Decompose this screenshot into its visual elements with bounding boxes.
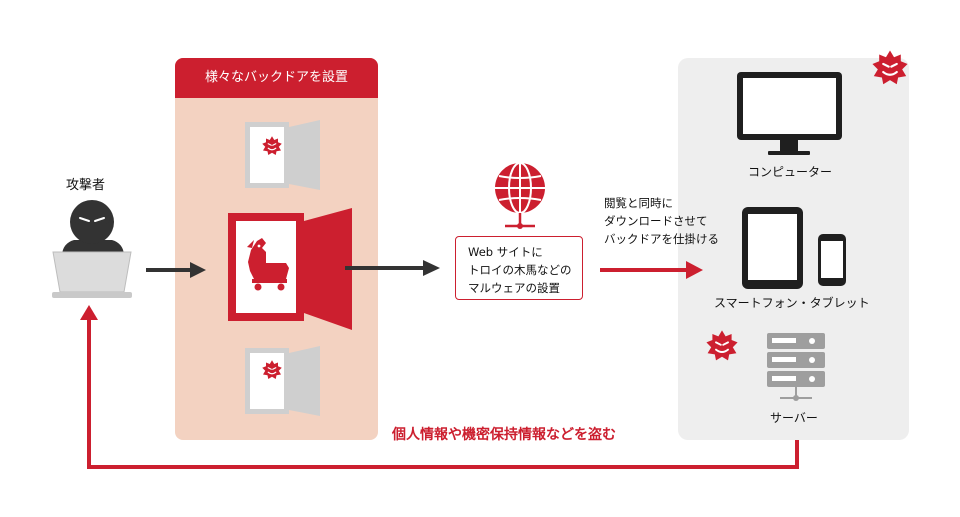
attacker-icon	[52, 200, 132, 298]
smartphone-icon	[818, 234, 846, 286]
arrow-to-devices	[600, 261, 703, 279]
infection-note-line-2: ダウンロードさせて	[604, 214, 708, 228]
door-icon	[245, 120, 320, 190]
infection-note-line-3: バックドアを仕掛ける	[604, 232, 719, 246]
arrow-return-to-attacker	[80, 305, 799, 469]
website-line-2: トロイの木馬などの	[468, 263, 572, 277]
website-line-1: Web サイトに	[468, 245, 543, 259]
arrow-to-website	[345, 260, 440, 276]
computer-label: コンピューター	[748, 165, 833, 179]
infection-note: 閲覧と同時に ダウンロードさせて バックドアを仕掛ける	[604, 194, 719, 248]
globe-network-icon	[495, 162, 545, 229]
website-line-3: マルウェアの設置	[468, 281, 560, 295]
door-icon-bottom	[245, 346, 320, 416]
website-box: Web サイトに トロイの木馬などの マルウェアの設置	[455, 236, 583, 300]
backdoor-panel-title: 様々なバックドアを設置	[175, 58, 378, 98]
infection-note-line-1: 閲覧と同時に	[604, 196, 673, 210]
malware-icon-server	[705, 329, 739, 362]
trojan-door	[228, 208, 352, 330]
arrow-to-backdoor	[146, 262, 206, 278]
steal-caption: 個人情報や機密保持情報などを盗む	[392, 427, 616, 443]
mobile-label: スマートフォン・タブレット	[714, 296, 870, 310]
trojan-horse-icon	[247, 238, 289, 291]
tablet-icon	[742, 207, 803, 289]
server-label: サーバー	[770, 411, 818, 425]
monitor-icon	[737, 72, 842, 155]
attacker-label: 攻撃者	[66, 178, 106, 193]
malware-icon	[871, 49, 909, 86]
server-rack-icon	[767, 333, 825, 401]
